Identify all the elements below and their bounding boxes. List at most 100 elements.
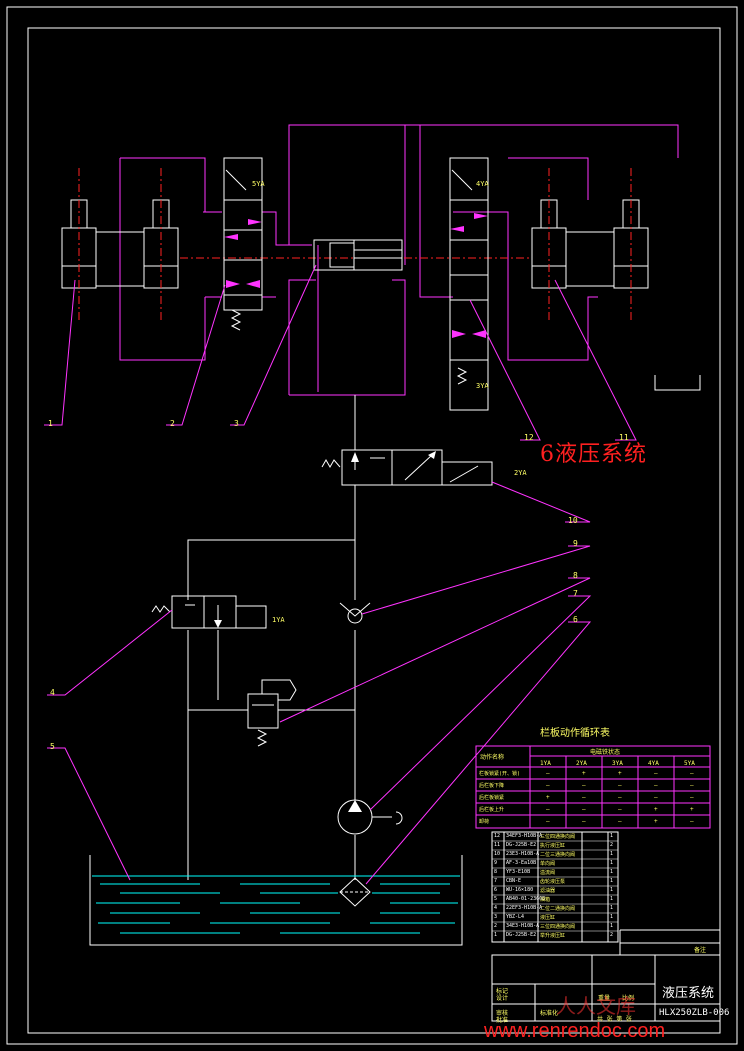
- label-part-8: 8: [573, 571, 578, 580]
- bom-no: 4: [494, 905, 498, 911]
- label-part-10: 10: [568, 516, 578, 525]
- title-block-grid: [491, 929, 721, 1022]
- cycle-cell: —: [690, 782, 694, 789]
- cycle-cell: —: [618, 782, 622, 789]
- main-supply-line: [187, 395, 356, 880]
- cycle-cell: +: [654, 806, 658, 813]
- cycle-cell: —: [582, 782, 586, 789]
- bom-qty: 1: [610, 860, 614, 866]
- cycle-table-title: 栏板动作循环表: [540, 728, 610, 739]
- label-part-9: 9: [573, 539, 578, 548]
- cycle-col-1ya: 1YA: [540, 760, 551, 767]
- label-part-12: 12: [524, 433, 534, 442]
- cylinder-centerlines-right: [180, 168, 632, 320]
- cycle-row-name: 栏板锁紧(开、锁): [479, 771, 521, 777]
- cycle-col-3ya: 3YA: [612, 760, 623, 767]
- label-part-3: 3: [234, 419, 239, 428]
- cycle-cell: —: [618, 794, 622, 801]
- bom-name: 举升液压缸: [540, 933, 566, 939]
- overlay-title: 6液压系统: [540, 442, 647, 467]
- bom-qty: 1: [610, 833, 614, 839]
- valve-2-arrows: [224, 219, 262, 288]
- cylinder-3: [313, 239, 403, 271]
- bom-qty: 1: [610, 887, 614, 893]
- bom-name: 滤油器: [540, 888, 556, 894]
- cycle-cell: —: [582, 818, 586, 825]
- cycle-cell: —: [582, 806, 586, 813]
- bom-name: 二位二通换向阀: [540, 906, 576, 912]
- bom-code: AB40-01-2360B: [506, 896, 546, 902]
- relief-valve-8: [247, 679, 297, 747]
- bom-no: 5: [494, 896, 498, 902]
- pump-7: [337, 799, 403, 835]
- bom-no: 2: [494, 923, 498, 929]
- bom-qty: 1: [610, 914, 614, 920]
- label-part-2: 2: [170, 419, 175, 428]
- cycle-row-name: 后栏板上升: [479, 807, 505, 813]
- solenoid-3ya: 3YA: [476, 382, 489, 390]
- directional-valve-10: [321, 449, 493, 486]
- cycle-cell: +: [546, 794, 550, 801]
- bom-no: 10: [494, 851, 501, 857]
- bom-no: 7: [494, 878, 498, 884]
- cycle-cell: +: [690, 806, 694, 813]
- cycle-cell: —: [654, 770, 658, 777]
- cycle-cell: —: [546, 770, 550, 777]
- bom-qty: 1: [610, 905, 614, 911]
- title-block-mark: 标记: [496, 988, 509, 995]
- label-part-1: 1: [48, 419, 53, 428]
- watermark-overlay: 人人文库: [556, 994, 636, 1018]
- solenoid-5ya: 5YA: [252, 180, 265, 188]
- cycle-row-name: 后栏板锁紧: [479, 795, 505, 801]
- bom-code: DG-J25B-E2: [506, 842, 537, 848]
- title-block-standard: 标准化: [540, 1010, 559, 1017]
- title-block-review: 审核: [496, 1010, 509, 1017]
- cycle-cell: —: [690, 794, 694, 801]
- leader-lines: [44, 264, 637, 885]
- cycle-col-5ya: 5YA: [684, 760, 695, 767]
- title-block-scale: 比例: [622, 995, 635, 1002]
- title-block-sheet: 共 张 第 张: [597, 1016, 632, 1023]
- cycle-cell: —: [582, 794, 586, 801]
- cycle-cell: —: [618, 806, 622, 813]
- cylinder-centerlines-left: [78, 168, 162, 320]
- drawing-title: 液压系统: [662, 986, 715, 1001]
- bom-name: 三位四通换向阀: [540, 924, 576, 930]
- bom-no: 1: [494, 932, 498, 938]
- bom-no: 11: [494, 842, 501, 848]
- cycle-cell: —: [546, 782, 550, 789]
- watermark-url: www.renrendoc.com: [484, 1020, 666, 1042]
- title-block-approve: 批准: [496, 1017, 509, 1024]
- drawing-code: HLX250ZLB-006: [659, 1008, 730, 1018]
- bom-no: 9: [494, 860, 498, 866]
- bom-no: 12: [494, 833, 501, 839]
- directional-valve-12: [449, 157, 489, 411]
- title-block-weight: 重量: [598, 995, 611, 1002]
- bom-code: 22EF3-H10B-A: [506, 905, 543, 911]
- bom-name: 三位四通换向阀: [540, 834, 576, 840]
- bom-qty: 1: [610, 896, 614, 902]
- solenoid-2ya: 2YA: [514, 469, 527, 477]
- cycle-row-name: 卸荷: [479, 819, 490, 825]
- bom-qty: 1: [610, 869, 614, 875]
- cycle-cell: —: [546, 806, 550, 813]
- bom-name: 油箱: [540, 897, 551, 903]
- bom-no: 6: [494, 887, 498, 893]
- cycle-cell: —: [618, 818, 622, 825]
- cycle-table-header-action: 动作名称: [480, 754, 505, 761]
- cycle-cell: —: [690, 818, 694, 825]
- cycle-col-2ya: 2YA: [576, 760, 587, 767]
- cycle-cell: —: [690, 770, 694, 777]
- cycle-table-header-group: 电磁铁状态: [590, 749, 621, 756]
- label-part-5: 5: [50, 742, 55, 751]
- bom-no: 8: [494, 869, 498, 875]
- bom-name: 二位三通换向阀: [540, 852, 576, 858]
- title-block-design: 设计: [496, 995, 509, 1002]
- bom-code: 34E3-H10B-A: [506, 923, 540, 929]
- solenoid-1ya: 1YA: [272, 616, 285, 624]
- cycle-cell: —: [654, 782, 658, 789]
- solenoid-4ya: 4YA: [476, 180, 489, 188]
- directional-valve-2: [223, 157, 263, 331]
- cycle-cell: —: [546, 818, 550, 825]
- label-part-6: 6: [573, 615, 578, 624]
